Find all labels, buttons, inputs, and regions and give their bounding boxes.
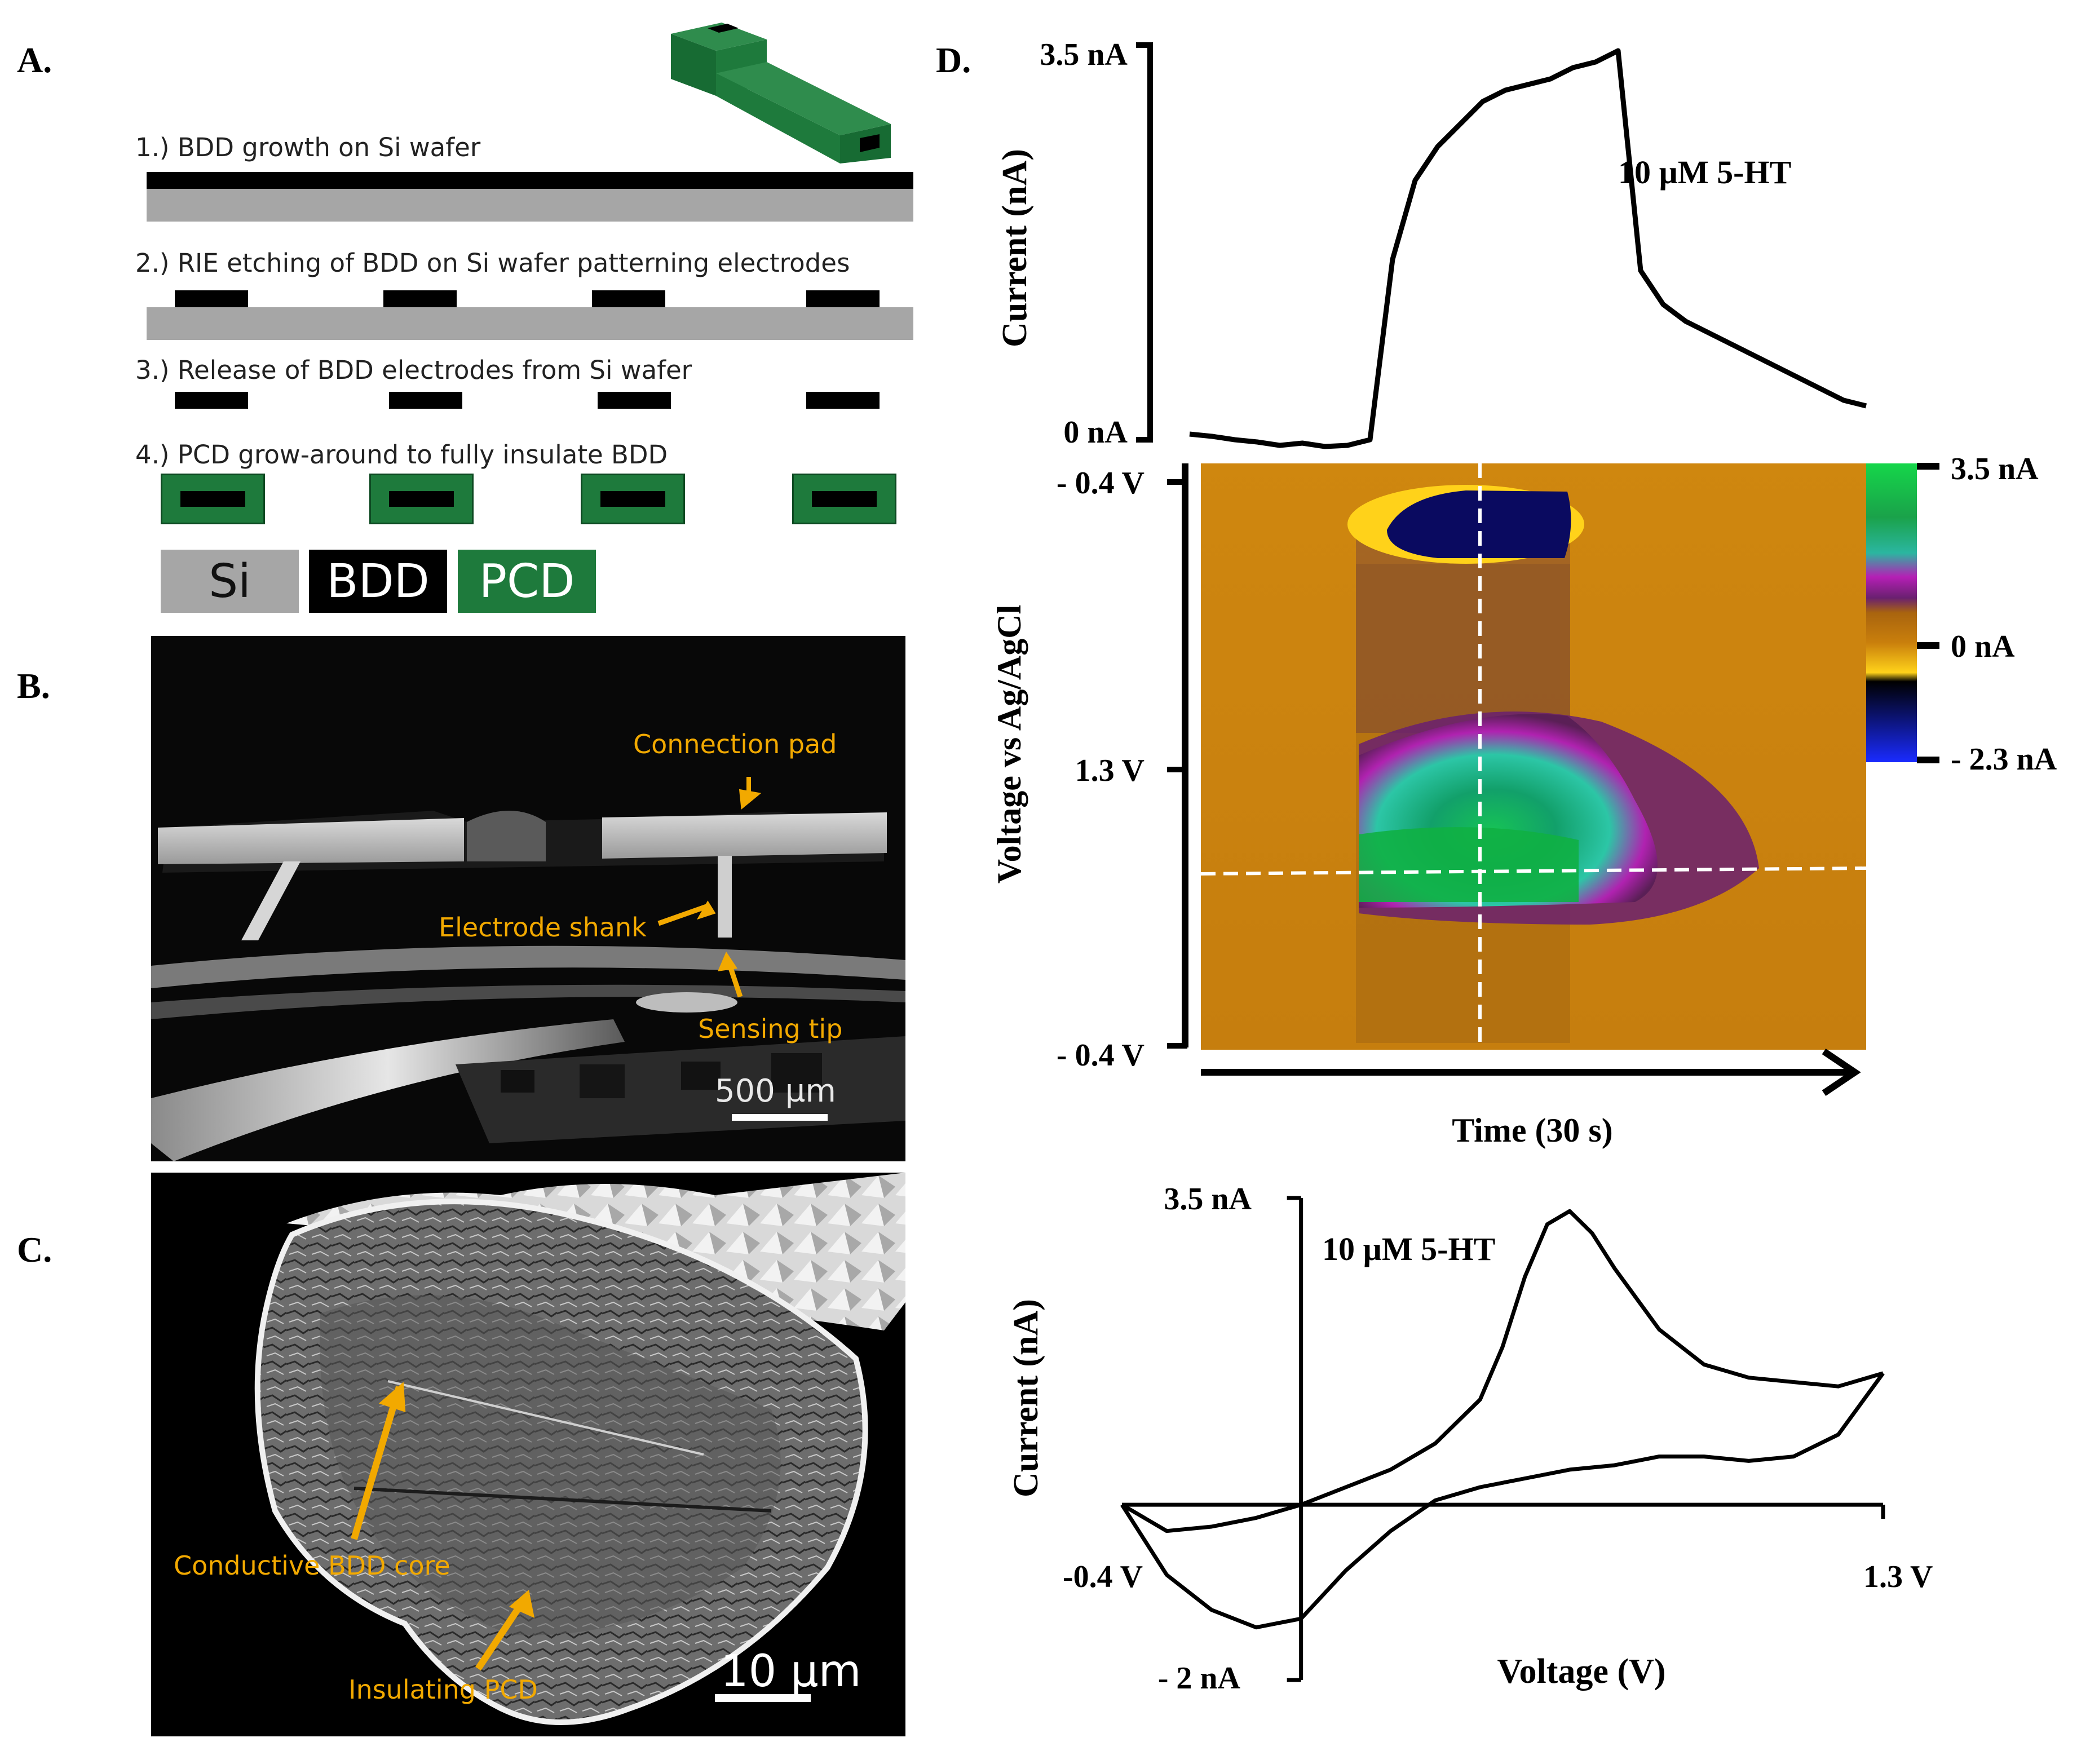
top-trace-annotation: 10 µM 5-HT [1618, 154, 1791, 191]
panel-c-letter: C. [17, 1230, 52, 1270]
color-plot-ylabel: Voltage vs Ag/AgCl [991, 605, 1028, 883]
si-wafer [147, 307, 913, 340]
bdd-layer [147, 172, 913, 189]
cv-annotation: 10 µM 5-HT [1322, 1231, 1495, 1267]
bdd-electrode [175, 290, 248, 307]
cv-ytick-top: 3.5 nA [1164, 1182, 1252, 1217]
pcd-insulated-electrode [369, 474, 474, 524]
color-plot-image [1200, 463, 1867, 1050]
electrode-micrograph [151, 636, 905, 1161]
step-2-label: 2.) RIE etching of BDD on Si wafer patte… [135, 248, 850, 278]
top-trace-ytick-top: 3.5 nA [1040, 37, 1128, 72]
top-trace-series-line [1189, 48, 1867, 449]
released-electrode [389, 392, 462, 409]
color-plot-ytick-top: - 0.4 V [1057, 466, 1144, 501]
color-plot-xlabel: Time (30 s) [1452, 1112, 1613, 1149]
panel-b-letter: B. [17, 666, 50, 706]
current-time-trace-chart: Current (nA) 3.5 nA 0 nA 10 µM 5-HT [996, 37, 1867, 450]
si-wafer [147, 189, 913, 222]
sem-image-cross-section: Conductive BDD core Insulating PCD 10 µm [151, 1173, 905, 1736]
step-4-label: 4.) PCD grow-around to fully insulate BD… [135, 440, 668, 470]
cyclic-voltammogram-chart: Current (nA) 3.5 nA - 2 nA -0.4 V 1.3 V … [1007, 1182, 1933, 1696]
pcd-insulated-electrode [161, 474, 265, 524]
scale-bar-label: 500 µm [715, 1073, 836, 1109]
cv-ytick-bottom: - 2 nA [1158, 1661, 1241, 1696]
callout-insulating-pcd: Insulating PCD [348, 1674, 538, 1705]
callout-sensing-tip: Sensing tip [698, 1014, 843, 1044]
arrow-head-icon [1822, 1049, 1861, 1096]
top-trace-ylabel: Current (nA) [996, 149, 1034, 347]
colorbar-tick-mid: 0 nA [1951, 629, 2015, 664]
cv-series [1120, 1209, 1885, 1630]
cv-series-forward-line [1121, 1209, 1884, 1533]
pcd-insulated-electrode [581, 474, 685, 524]
cv-series-reverse-line [1120, 1372, 1885, 1630]
released-electrode [598, 392, 671, 409]
cv-ylabel: Current (nA) [1007, 1299, 1045, 1497]
legend-pcd: PCD [458, 550, 596, 613]
scale-bar-label: 10 µm [721, 1646, 861, 1697]
bdd-electrode [592, 290, 665, 307]
color-plot-chart: Voltage vs Ag/AgCl - 0.4 V 1.3 V - 0.4 V… [991, 452, 2057, 1149]
panel-a-letter: A. [17, 40, 52, 80]
callout-conductive-bdd-core: Conductive BDD core [174, 1550, 450, 1581]
callout-connection-pad: Connection pad [633, 729, 837, 759]
legend-bdd: BDD [309, 550, 447, 613]
released-electrode [806, 392, 880, 409]
bdd-electrode [806, 290, 880, 307]
cv-xtick-left: -0.4 V [1063, 1559, 1143, 1594]
color-plot-ytick-bottom: - 0.4 V [1057, 1038, 1144, 1073]
color-plot-ytick-mid: 1.3 V [1075, 753, 1144, 788]
top-trace-ytick-bottom: 0 nA [1063, 415, 1128, 450]
step-1-label: 1.) BDD growth on Si wafer [135, 132, 481, 162]
cv-axes [1122, 1196, 1885, 1682]
panel-d-letter: D. [936, 40, 971, 80]
colorbar [1866, 463, 1917, 762]
sem-image-electrode: Connection pad Electrode shank Sensing t… [151, 636, 905, 1161]
cross-section-micrograph [151, 1173, 905, 1736]
bdd-electrode [383, 290, 457, 307]
legend-si: Si [161, 550, 299, 613]
callout-electrode-shank: Electrode shank [439, 912, 647, 943]
electrode-3d-icon [671, 23, 891, 163]
cv-xlabel: Voltage (V) [1497, 1652, 1665, 1691]
colorbar-tick-bottom: - 2.3 nA [1951, 742, 2057, 777]
released-electrode [175, 392, 248, 409]
crosshair-horizontal [1200, 866, 1867, 876]
pcd-insulated-electrode [792, 474, 896, 524]
cv-xtick-right: 1.3 V [1863, 1559, 1933, 1594]
colorbar-tick-top: 3.5 nA [1951, 452, 2039, 487]
step-3-label: 3.) Release of BDD electrodes from Si wa… [135, 355, 692, 385]
